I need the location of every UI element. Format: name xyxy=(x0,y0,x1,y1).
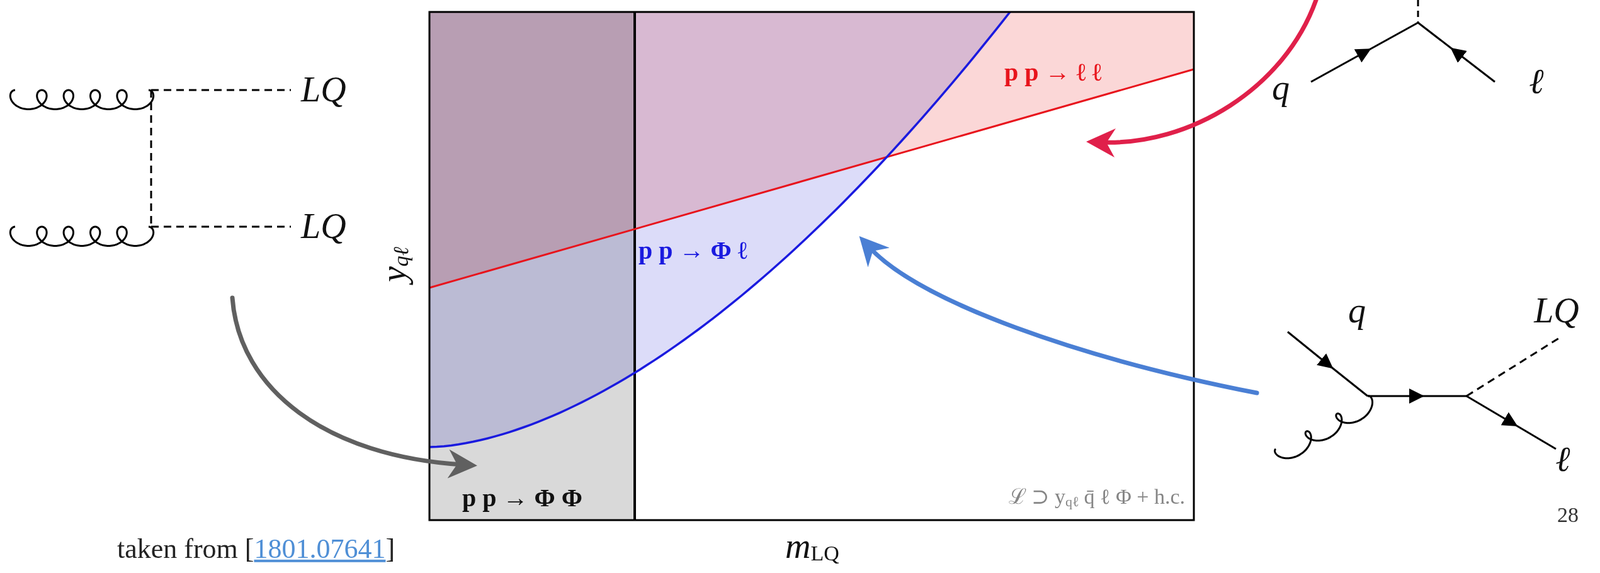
process-label: p p → Φ Φ xyxy=(462,484,583,512)
page-number: 28 xyxy=(1557,503,1579,527)
particle-label: LQ xyxy=(300,207,347,247)
gluon-line xyxy=(10,90,154,110)
citation-text: taken from [ xyxy=(117,533,254,565)
dilepton-region xyxy=(429,11,1194,288)
single-bound xyxy=(429,11,1010,448)
lagrangian-text: q̄ ℓ Φ + h.c. xyxy=(1084,484,1186,509)
citation-link: 1801.07641 xyxy=(253,533,386,565)
scalar-lines xyxy=(151,90,291,227)
axis-label: y xyxy=(374,266,414,283)
process-label: p p → Φ ℓ xyxy=(638,236,748,265)
axis-subscript: qℓ xyxy=(389,246,413,267)
callout-arrow xyxy=(1100,0,1317,143)
axis-title: yqℓ xyxy=(374,246,414,283)
particle-label: q xyxy=(1271,68,1290,108)
pair-bound xyxy=(633,11,636,521)
axis-label: m xyxy=(785,526,811,566)
lagrangian: ℒ ⊃ yqℓq̄ ℓ Φ + h.c. xyxy=(1008,484,1186,510)
plot-frame xyxy=(429,11,1194,521)
gluon-lines xyxy=(10,90,1373,459)
axis-subscript: LQ xyxy=(811,541,840,565)
exclusion-regions xyxy=(429,11,1194,521)
callout-arrow xyxy=(868,246,1257,393)
citation: taken from [1801.07641] xyxy=(117,533,395,565)
particle-label: ℓ xyxy=(1555,440,1570,480)
gluon-line xyxy=(10,226,154,247)
lagrangian-subscript: qℓ xyxy=(1065,494,1080,511)
dilepton-bound xyxy=(429,69,1194,288)
gluon-line xyxy=(1275,396,1373,459)
citation-text: ] xyxy=(385,533,395,565)
lagrangian-text: ℒ ⊃ y xyxy=(1008,484,1067,509)
process-label: p p → ℓ ℓ xyxy=(1004,58,1102,87)
vertex-diagram xyxy=(1310,0,1495,82)
callout-arrow xyxy=(232,297,463,465)
particle-label: LQ xyxy=(1533,291,1580,331)
axis-title: mLQ xyxy=(785,527,840,567)
particle-label: ℓ xyxy=(1528,62,1544,102)
particle-label: q xyxy=(1348,291,1366,331)
production-diagram xyxy=(1287,331,1561,449)
particle-label: LQ xyxy=(300,70,347,110)
